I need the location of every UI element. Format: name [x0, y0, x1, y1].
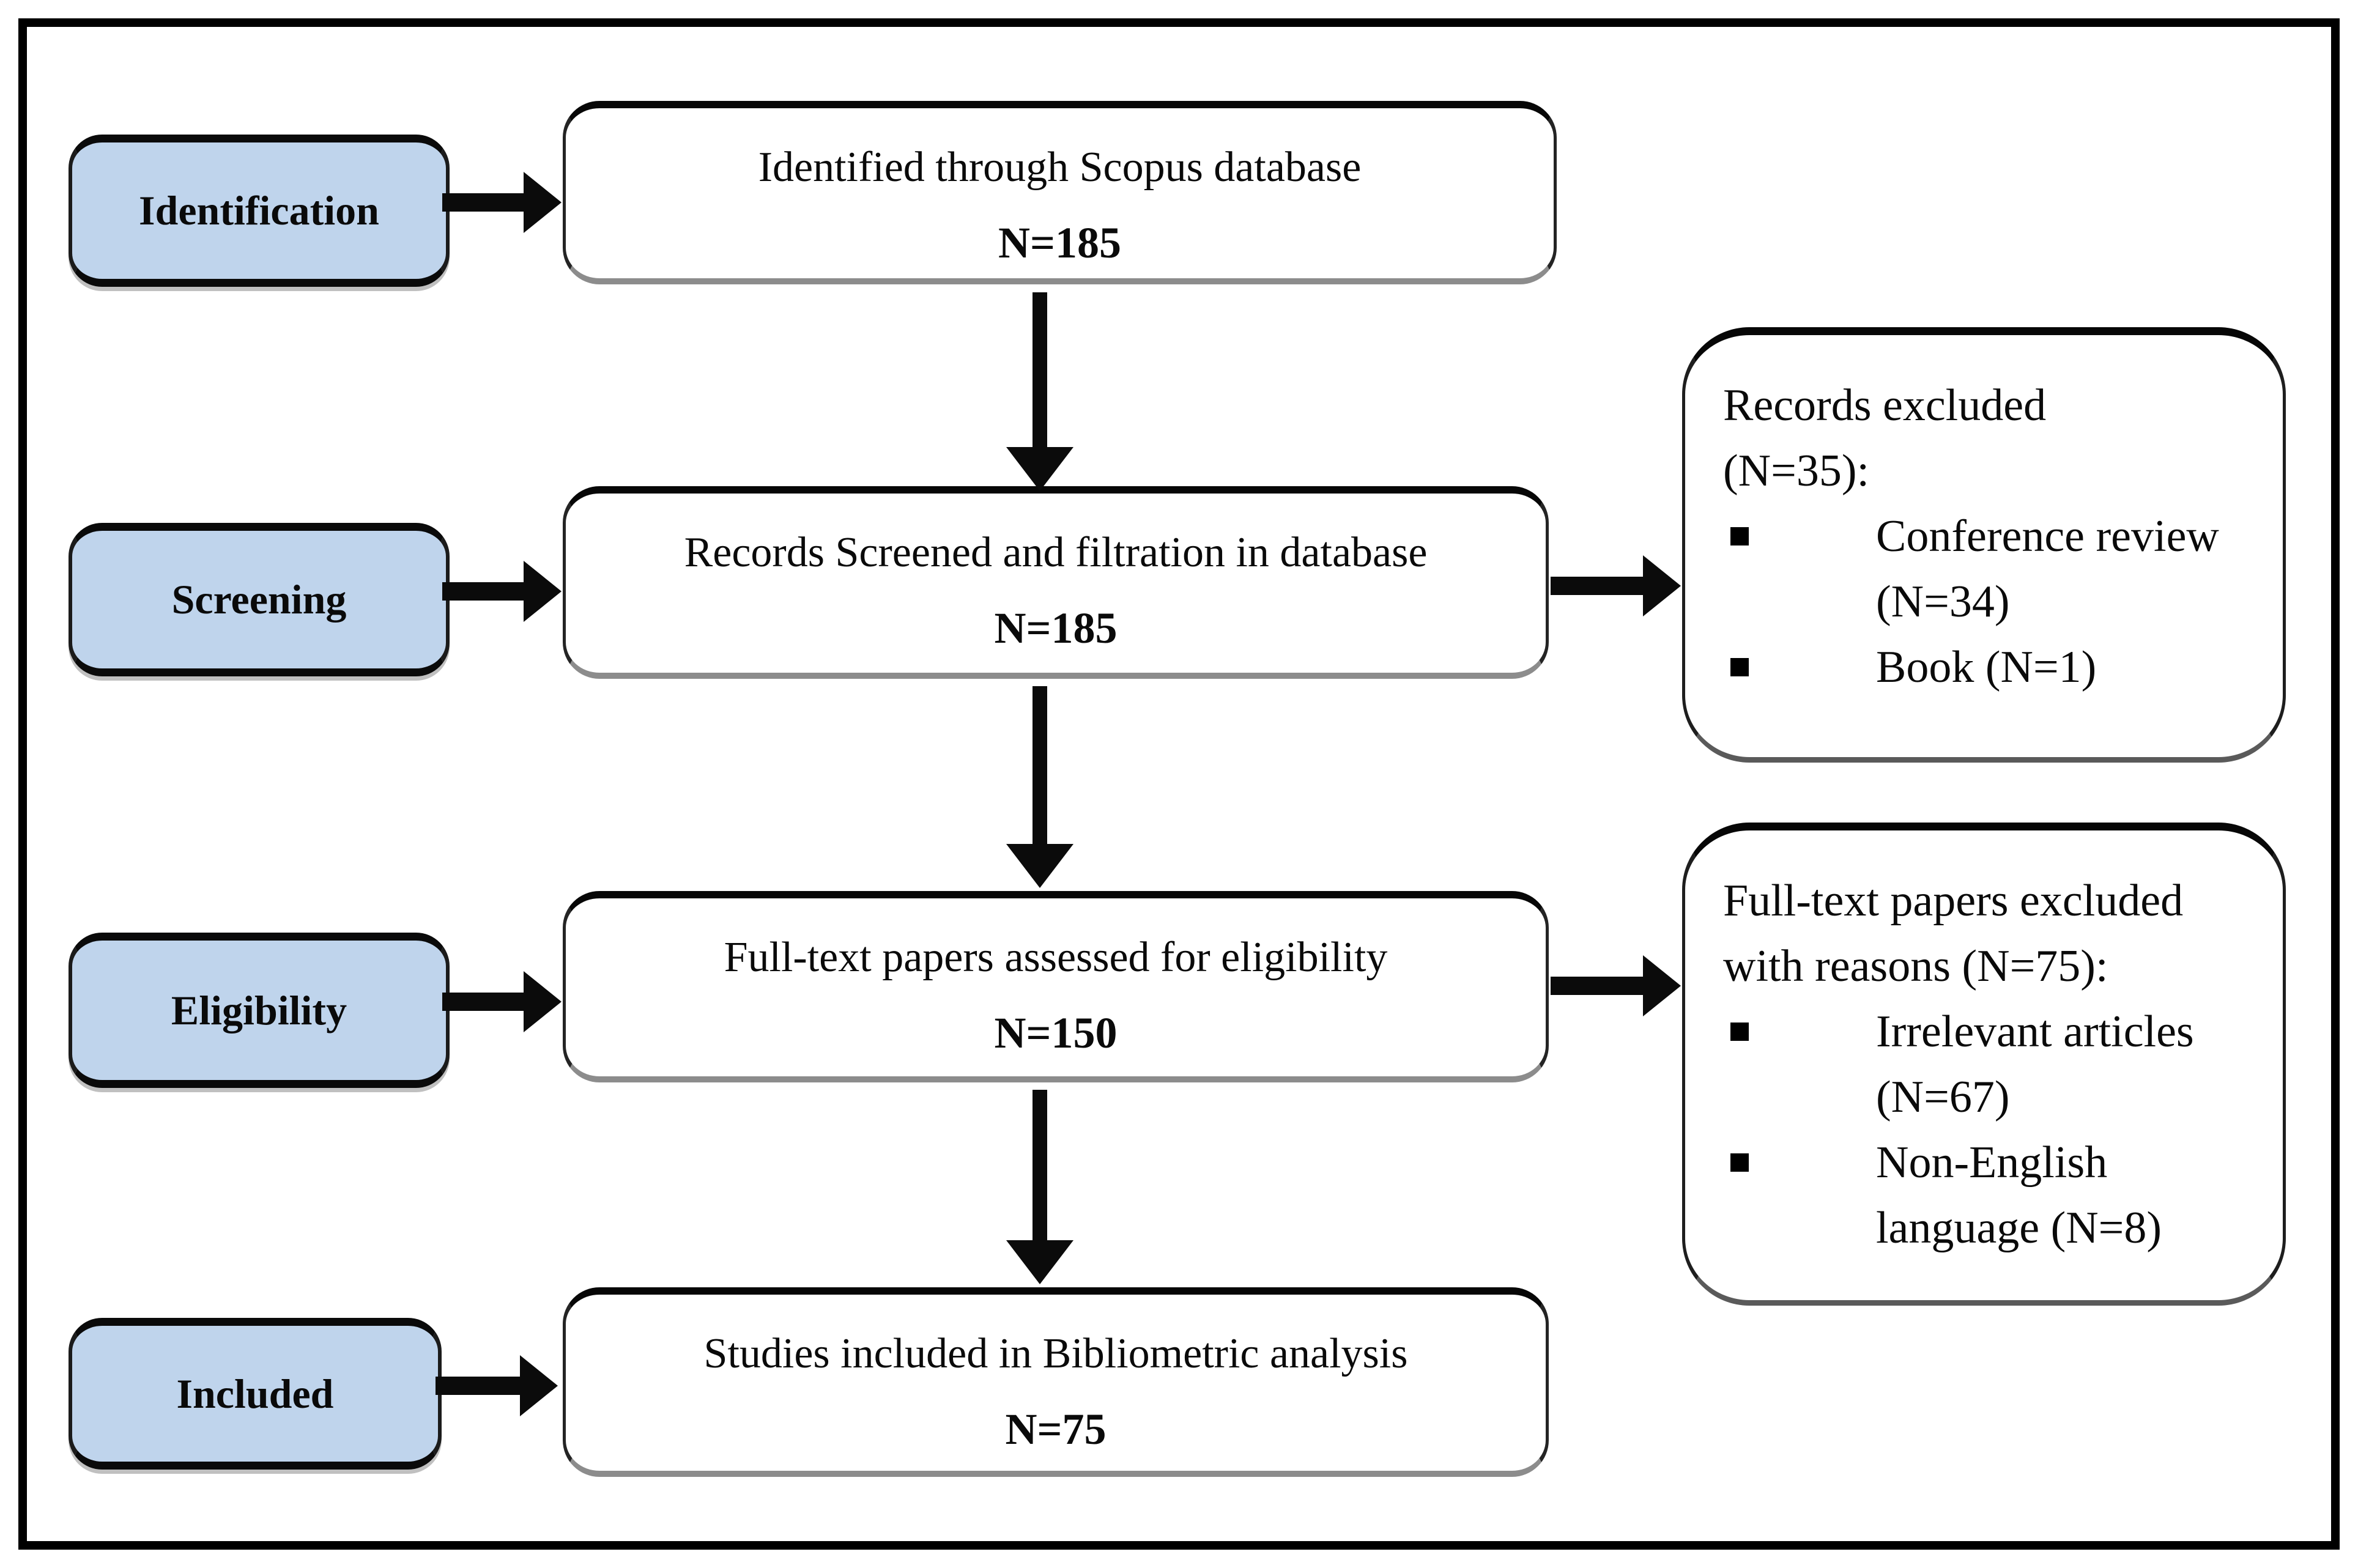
- exclusion-heading: Full-text papers excluded with reasons (…: [1723, 876, 2184, 991]
- stage-label: Screening: [171, 576, 347, 623]
- square-bullet-icon: [1730, 527, 1749, 545]
- square-bullet-icon: [1730, 1153, 1749, 1172]
- process-text: Identified through Scopus database: [758, 144, 1362, 191]
- stage-box-screening: Screening: [69, 523, 450, 676]
- exclusion-item: Irrelevant articles (N=67): [1723, 999, 2258, 1130]
- arrow-right-icon: [442, 561, 562, 622]
- stage-label: Identification: [139, 187, 379, 234]
- arrow-right-icon: [436, 1355, 558, 1416]
- process-text: Full-text papers assessed for eligibilit…: [724, 934, 1388, 981]
- process-count: N=185: [994, 604, 1118, 653]
- arrow-down-icon: [1006, 686, 1073, 888]
- process-count: N=75: [1005, 1405, 1107, 1454]
- process-count: N=150: [994, 1008, 1118, 1057]
- arrow-right-icon: [1551, 955, 1681, 1016]
- process-box-screened: Records Screened and filtration in datab…: [563, 486, 1549, 679]
- process-text: Records Screened and filtration in datab…: [684, 529, 1428, 576]
- stage-box-included: Included: [69, 1318, 442, 1470]
- process-box-identified: Identified through Scopus database N=185: [563, 101, 1557, 284]
- arrow-down-icon: [1006, 292, 1073, 491]
- exclusion-box-fulltext: Full-text papers excluded with reasons (…: [1682, 823, 2286, 1306]
- square-bullet-icon: [1730, 658, 1749, 676]
- process-box-included-studies: Studies included in Bibliometric analysi…: [563, 1287, 1549, 1477]
- arrow-right-icon: [442, 971, 562, 1032]
- square-bullet-icon: [1730, 1023, 1749, 1041]
- stage-label: Included: [176, 1370, 334, 1417]
- figure-border: [18, 18, 2340, 1550]
- exclusion-item: Conference review (N=34): [1723, 504, 2258, 635]
- process-count: N=185: [998, 218, 1122, 267]
- arrow-right-icon: [1551, 555, 1681, 616]
- exclusion-item: Book (N=1): [1723, 635, 2258, 700]
- exclusion-heading: Records excluded (N=35):: [1723, 380, 2047, 496]
- arrow-down-icon: [1006, 1090, 1073, 1284]
- exclusion-item: Non-English language (N=8): [1723, 1130, 2258, 1261]
- process-box-fulltext: Full-text papers assessed for eligibilit…: [563, 891, 1549, 1082]
- process-text: Studies included in Bibliometric analysi…: [703, 1330, 1408, 1377]
- stage-box-eligibility: Eligibility: [69, 933, 450, 1088]
- arrow-right-icon: [442, 172, 562, 233]
- exclusion-box-records: Records excluded (N=35): Conference revi…: [1682, 327, 2286, 763]
- stage-box-identification: Identification: [69, 135, 450, 287]
- stage-label: Eligibility: [171, 986, 347, 1034]
